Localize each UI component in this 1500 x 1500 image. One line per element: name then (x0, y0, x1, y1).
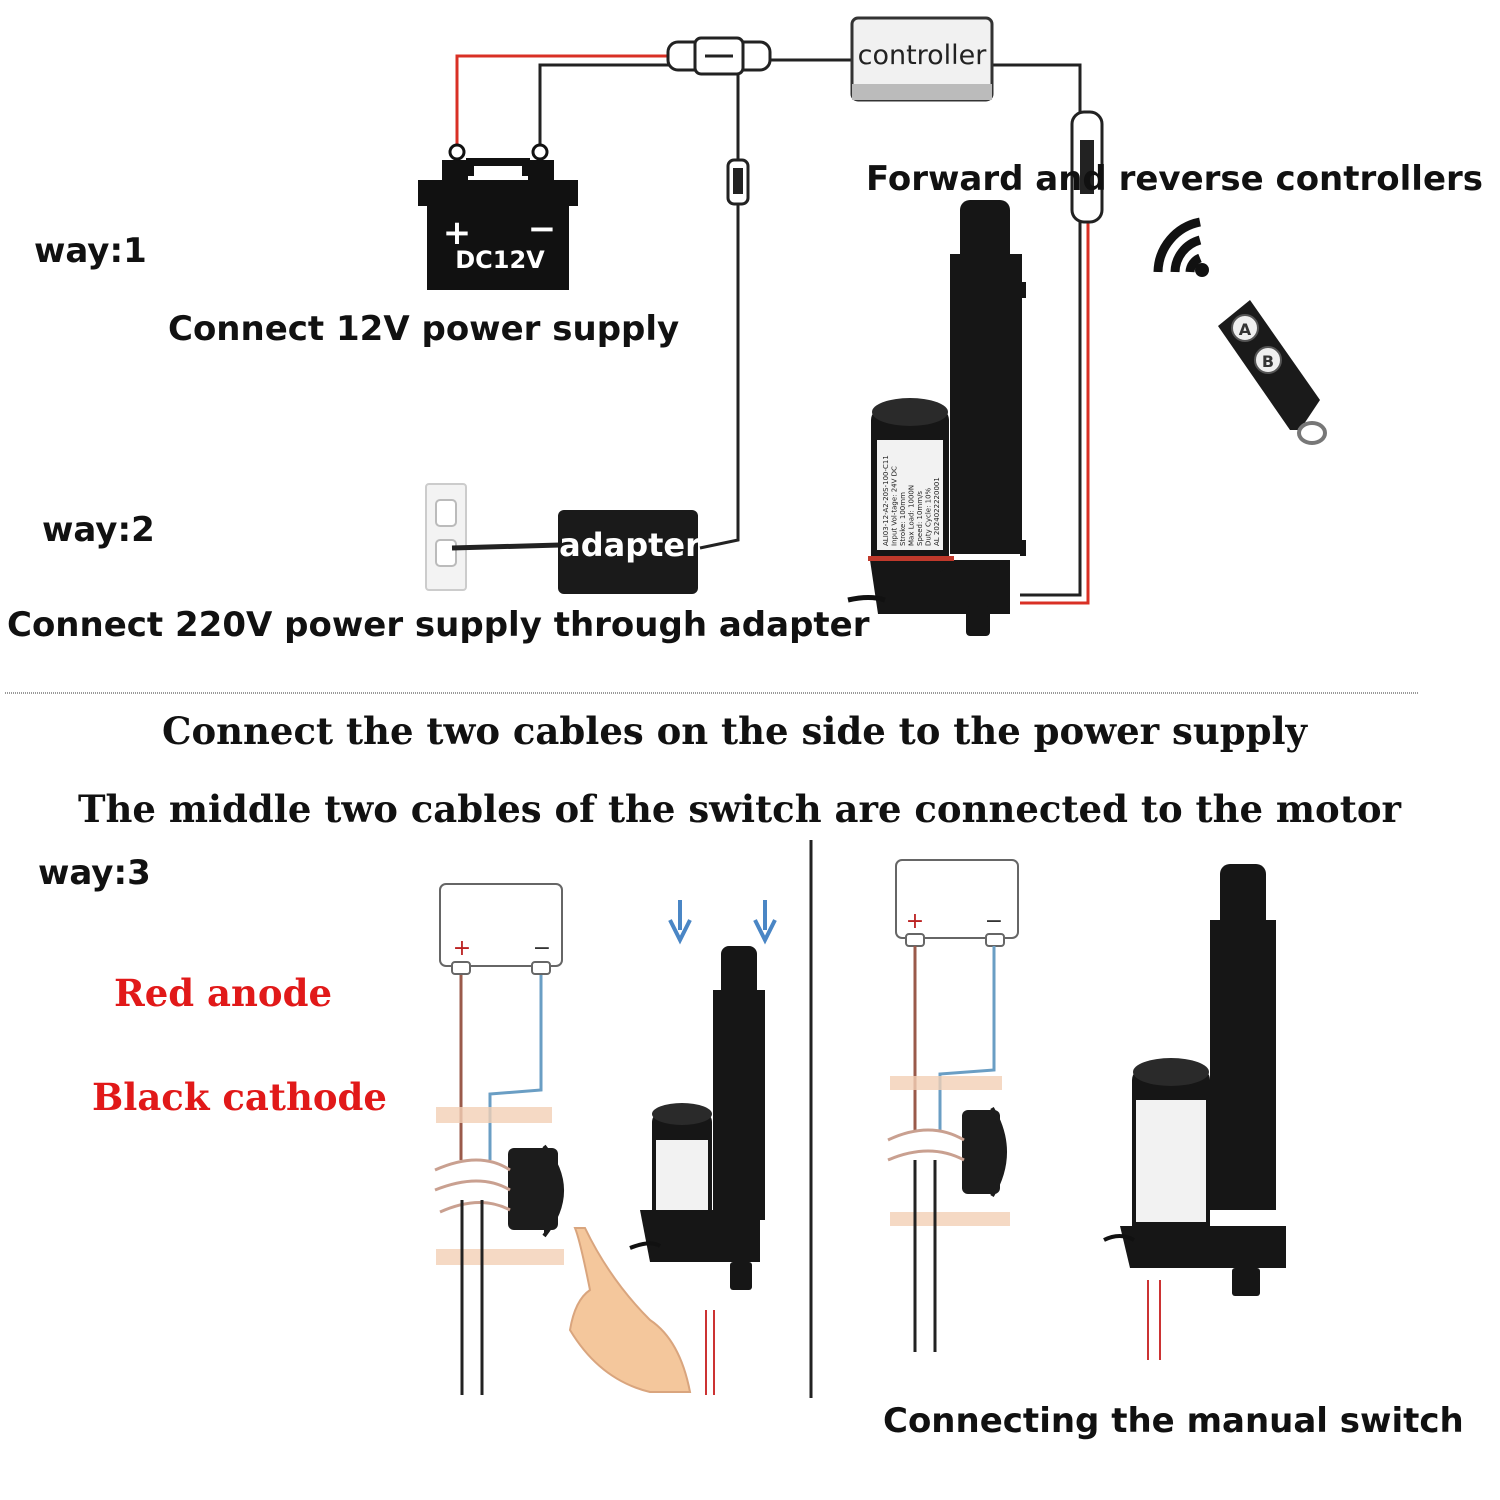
left-battery-plus: + (453, 936, 471, 961)
remote-button-b: B (1262, 352, 1274, 371)
actuator-label-line: Stroke: 100mm (899, 492, 907, 546)
right-battery-plus: + (906, 909, 924, 934)
way2-caption: Connect 220V power supply through adapte… (7, 605, 870, 645)
wall-outlet-icon (425, 483, 561, 591)
manual-switch-caption: Connecting the manual switch (883, 1401, 1464, 1441)
fuse-holder-connector (666, 36, 772, 76)
inline-fuse-vertical (726, 158, 750, 206)
adapter-wire (699, 70, 740, 550)
inline-fuse-right (1070, 110, 1104, 224)
left-battery-minus: − (533, 936, 551, 961)
actuator-label-line: Speed: 10mm/s (916, 491, 924, 546)
battery-icon: + − DC12V (418, 143, 578, 290)
right-battery-minus: − (985, 909, 1003, 934)
down-arrow-icon (668, 900, 692, 945)
top-wiring (455, 54, 1090, 605)
battery-minus: − (528, 209, 557, 249)
actuator-label-line: AL 2024022220001 (933, 477, 941, 546)
pointing-finger-icon (568, 1227, 692, 1393)
power-adapter: adapter (558, 510, 701, 594)
way3-label: way:3 (38, 853, 151, 893)
black-wire-actuator (990, 63, 1082, 597)
red-wire-actuator (1020, 150, 1090, 605)
remote-control-icon: A B (1218, 300, 1327, 445)
remote-button-a: A (1239, 320, 1252, 339)
instruction-line1: Connect the two cables on the side to th… (162, 709, 1309, 753)
black-wire-battery (538, 63, 690, 160)
wireless-signal-icon (1153, 217, 1209, 277)
down-arrow-icon (753, 900, 777, 945)
way1-label: way:1 (34, 231, 147, 271)
adapter-label: adapter (559, 526, 701, 564)
instruction-line2: The middle two cables of the switch are … (78, 787, 1402, 831)
actuator-label-line: ALI03-12-A2-20S-100-C11 (882, 455, 890, 546)
forward-reverse-caption: Forward and reverse controllers (866, 159, 1483, 199)
red-wire-battery (455, 54, 690, 160)
actuator-label-line: Input Vol-tage: 24V DC (891, 466, 899, 546)
left-panel: + − (434, 883, 777, 1395)
actuator-label-line: Duty Cycle: 10% (925, 487, 933, 546)
red-anode-label: Red anode (114, 971, 332, 1015)
right-panel: + − (887, 859, 1286, 1360)
way2-label: way:2 (42, 510, 155, 550)
battery-label: DC12V (455, 246, 545, 274)
controller-label: controller (858, 40, 988, 71)
black-cathode-label: Black cathode (92, 1075, 387, 1119)
way1-caption: Connect 12V power supply (168, 309, 679, 349)
actuator-label-line: Max Load: 1000N (908, 485, 916, 546)
controller-box: controller (850, 16, 994, 102)
battery-plus: + (443, 213, 472, 253)
